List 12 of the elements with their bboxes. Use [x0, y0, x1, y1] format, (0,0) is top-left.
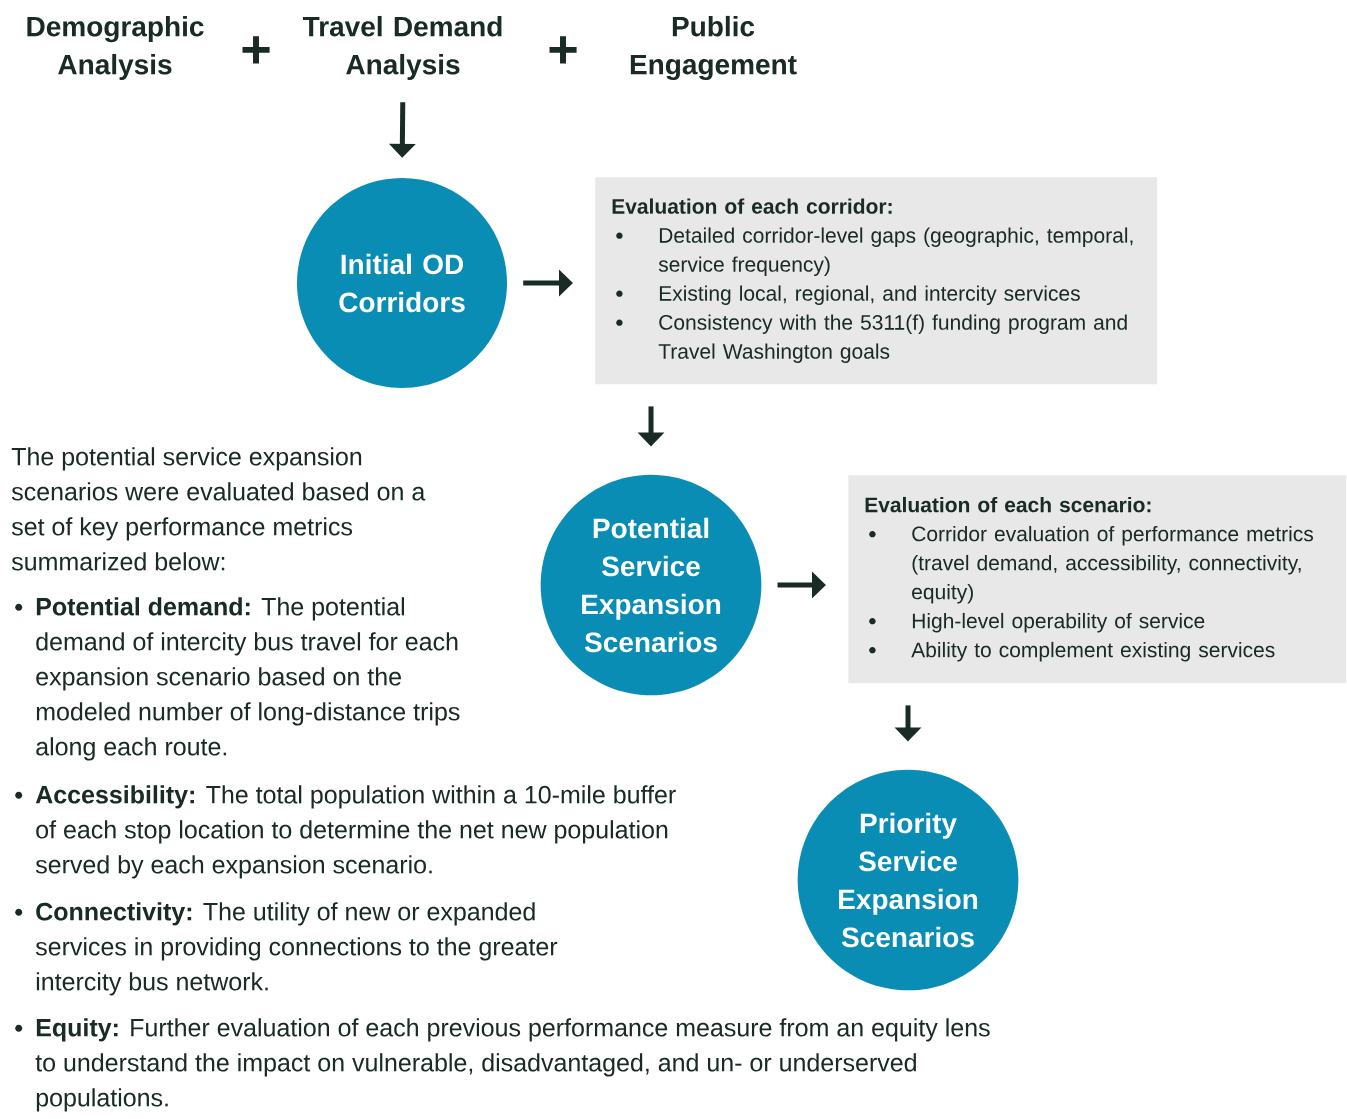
evaluation-box: Evaluation of each scenario: Corridor evaluation of performance metrics (travel demand, accessibility, connectivity, equity) High-level operability of service Ability to complement existing services	[848, 475, 1347, 684]
plus-sign: +	[549, 36, 577, 64]
bullet-text: Connectivity: The utility of new or expanded services in providing connections to the greater intercity bus network.	[15, 902, 558, 996]
heading-text: Public Engagement	[630, 15, 797, 81]
evaluation-box: Evaluation of each corridor: Detailed corridor-level gaps (geographic, temporal, service frequency) Existing local, regional, and intercity services Consistency with the 5311(f) funding program and Travel Washington goals	[595, 177, 1158, 385]
heading-text: Demographic Analysis	[27, 15, 204, 81]
plus-sign: +	[242, 36, 270, 64]
bullet-text: Potential demand: The potential demand of intercity bus travel for each expansion scenario based on the modeled number of long-distance trips along each route.	[15, 597, 460, 761]
bullet-text: Accessibility: The total population within a 10-mile buffer of each stop location to determine the net new population served by each expansion scenario.	[15, 785, 676, 879]
intro-text: The potential service expansion scenarios were evaluated based on a set of key performance metrics summarized below:	[11, 447, 426, 571]
bullet-text: Equity: Further evaluation of each previous performance measure from an equity lens to understand the impact on vulnerable, disadvantaged, and un- or underserved populations.	[15, 1018, 990, 1112]
heading-text: Travel Demand Analysis	[302, 15, 502, 81]
